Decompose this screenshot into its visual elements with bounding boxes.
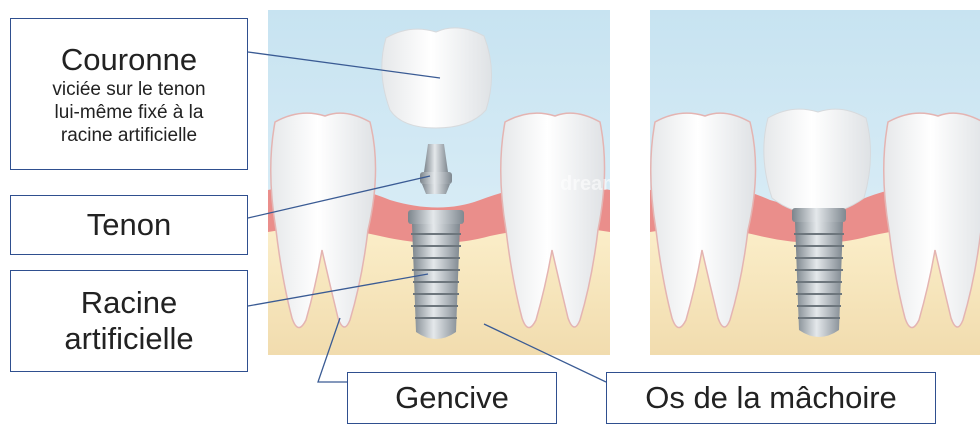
- label-gencive: Gencive: [347, 372, 557, 424]
- os-text: Os de la mâchoire: [645, 380, 897, 416]
- gencive-text: Gencive: [395, 380, 509, 416]
- implant-screw: [408, 210, 464, 339]
- couronne-desc-line2: lui-même fixé à la: [55, 101, 204, 124]
- couronne-desc-line3: racine artificielle: [61, 124, 197, 147]
- implant-screw-assembled: [792, 208, 846, 337]
- right-panel-implant-assembled: [650, 10, 980, 355]
- racine-line1: Racine: [81, 285, 178, 321]
- couronne-title: Couronne: [61, 42, 197, 78]
- label-racine-artificielle: Racine artificielle: [10, 270, 248, 372]
- left-panel-implant-exploded: dreamstime.: [268, 10, 678, 355]
- couronne-desc-line1: viciée sur le tenon: [52, 78, 205, 101]
- crown-assembled: [764, 109, 871, 214]
- racine-line2: artificielle: [64, 321, 193, 357]
- label-os-machoire: Os de la mâchoire: [606, 372, 936, 424]
- label-tenon: Tenon: [10, 195, 248, 255]
- tenon-text: Tenon: [87, 207, 171, 243]
- label-couronne: Couronne viciée sur le tenon lui-même fi…: [10, 18, 248, 170]
